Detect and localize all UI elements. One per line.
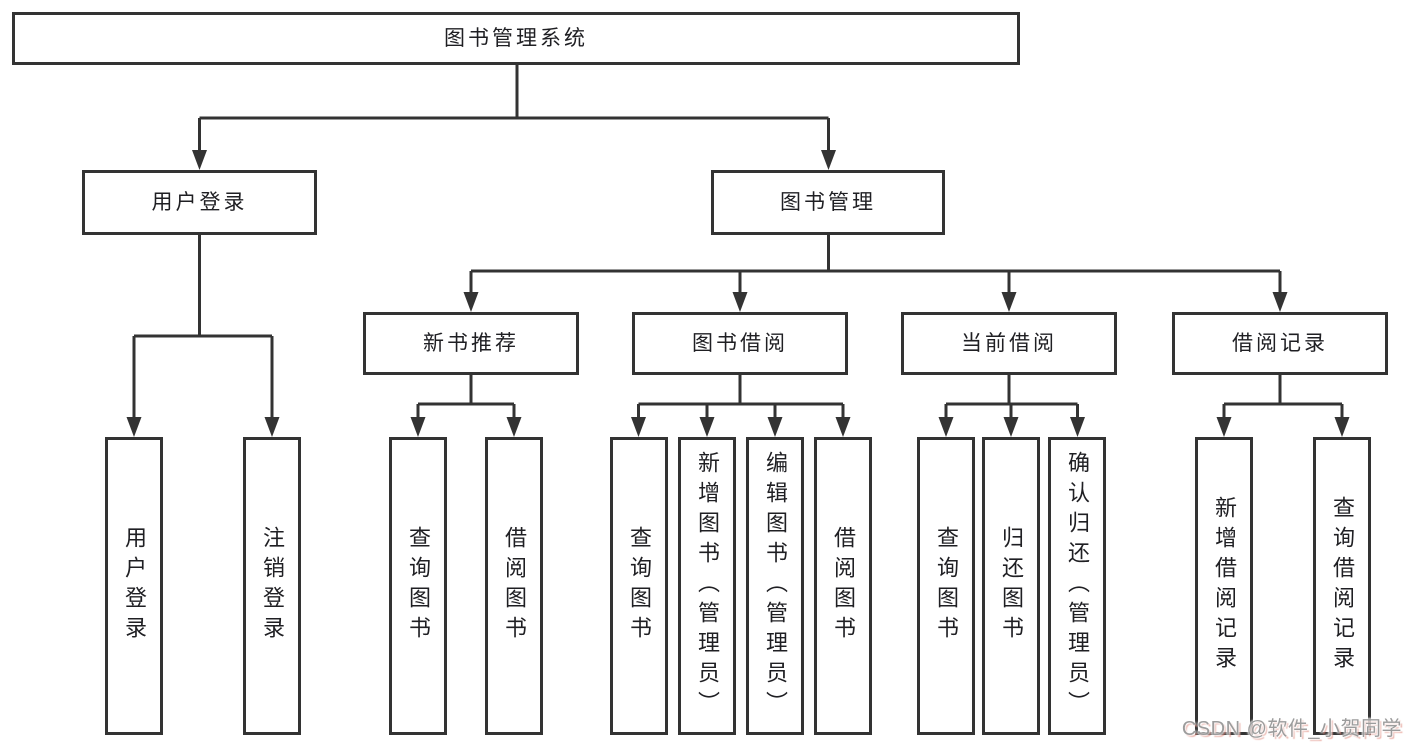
leaf-label: 借阅图书: [502, 526, 527, 646]
node-label: 用户登录: [151, 191, 248, 214]
node-root: 图书管理系统: [12, 12, 1020, 65]
connector-line: [1222, 375, 1344, 418]
arrowheads-user-login: [126, 417, 280, 437]
leaf-label: 确认归还（管理员）: [1065, 451, 1090, 721]
connector-user-login-to-leaves: [132, 235, 274, 418]
arrowhead-icon: [410, 417, 426, 437]
leaf-label: 新增图书（管理员）: [695, 451, 720, 721]
leaf-borrow-books: 借阅图书: [814, 437, 872, 735]
connector-book-mgmt-to-level3: [469, 235, 1282, 293]
leaf-label: 查询图书: [627, 526, 652, 646]
arrowheads-level3: [463, 292, 1288, 312]
node-label: 当前借阅: [961, 332, 1057, 355]
connector-current-borrow-to-leaves: [944, 375, 1079, 418]
connector-line: [469, 235, 1282, 293]
connector-line: [637, 375, 845, 418]
arrowhead-icon: [1272, 292, 1288, 312]
leaf-user-login: 用户登录: [105, 437, 163, 735]
node-label: 图书管理系统: [444, 27, 588, 50]
leaf-label: 编辑图书（管理员）: [763, 451, 788, 721]
arrowheads-borrow-records: [1216, 417, 1350, 437]
arrowhead-icon: [835, 417, 851, 437]
leaf-query-books-borrow: 查询图书: [610, 437, 668, 735]
arrowhead-icon: [767, 417, 783, 437]
arrowhead-icon: [732, 292, 748, 312]
arrowhead-icon: [1003, 417, 1019, 437]
connector-root-to-level2: [198, 65, 830, 151]
arrowhead-icon: [1070, 417, 1085, 437]
arrowhead-icon: [1216, 417, 1232, 437]
connector-book-borrow-to-leaves: [637, 375, 845, 418]
leaf-return-book: 归还图书: [982, 437, 1040, 735]
arrowheads-current-borrow: [938, 417, 1085, 437]
node-label: 新书推荐: [423, 332, 519, 355]
node-book-management: 图书管理: [711, 170, 945, 235]
leaf-query-borrow-record: 查询借阅记录: [1313, 437, 1371, 735]
arrowhead-icon: [506, 417, 522, 437]
node-book-borrow: 图书借阅: [632, 312, 848, 375]
leaf-label: 查询图书: [406, 526, 431, 646]
leaf-label: 用户登录: [122, 526, 147, 646]
node-label: 图书借阅: [692, 332, 788, 355]
arrowhead-icon: [938, 417, 954, 437]
leaf-edit-book-admin: 编辑图书（管理员）: [746, 437, 804, 735]
leaf-label: 查询图书: [934, 526, 959, 646]
connector-borrow-records-to-leaves: [1222, 375, 1344, 418]
node-current-borrow: 当前借阅: [901, 312, 1117, 375]
arrowhead-icon: [821, 150, 836, 170]
arrowhead-icon: [463, 292, 479, 312]
leaf-label: 新增借阅记录: [1212, 496, 1237, 676]
connector-line: [416, 375, 516, 418]
connector-line: [198, 65, 830, 151]
leaf-query-books-current: 查询图书: [917, 437, 975, 735]
arrowhead-icon: [699, 417, 715, 437]
node-new-book-recommend: 新书推荐: [363, 312, 579, 375]
leaf-add-borrow-record: 新增借阅记录: [1195, 437, 1253, 735]
arrowheads-book-borrow: [631, 417, 851, 437]
leaf-query-books-recommend: 查询图书: [389, 437, 447, 735]
leaf-borrow-books-recommend: 借阅图书: [485, 437, 543, 735]
leaf-label: 查询借阅记录: [1330, 496, 1355, 676]
arrowheads-level2: [192, 150, 836, 170]
leaf-logout: 注销登录: [243, 437, 301, 735]
leaf-confirm-return-admin: 确认归还（管理员）: [1048, 437, 1106, 735]
node-user-login: 用户登录: [82, 170, 317, 235]
watermark: CSDN @软件_小贺同学: [1181, 718, 1402, 740]
node-borrow-records: 借阅记录: [1172, 312, 1388, 375]
arrowhead-icon: [264, 417, 280, 437]
connector-line: [944, 375, 1079, 418]
arrowhead-icon: [1001, 292, 1017, 312]
connector-new-book-to-leaves: [416, 375, 516, 418]
leaf-add-book-admin: 新增图书（管理员）: [678, 437, 736, 735]
connector-line: [132, 235, 274, 418]
leaf-label: 注销登录: [260, 526, 285, 646]
leaf-label: 借阅图书: [831, 526, 856, 646]
leaf-label: 归还图书: [999, 526, 1024, 646]
node-label: 图书管理: [780, 191, 876, 214]
arrowhead-icon: [631, 417, 646, 437]
arrowhead-icon: [192, 150, 207, 170]
node-label: 借阅记录: [1232, 332, 1328, 355]
arrowhead-icon: [126, 417, 142, 437]
arrowhead-icon: [1334, 417, 1350, 437]
arrowheads-new-book: [410, 417, 522, 437]
